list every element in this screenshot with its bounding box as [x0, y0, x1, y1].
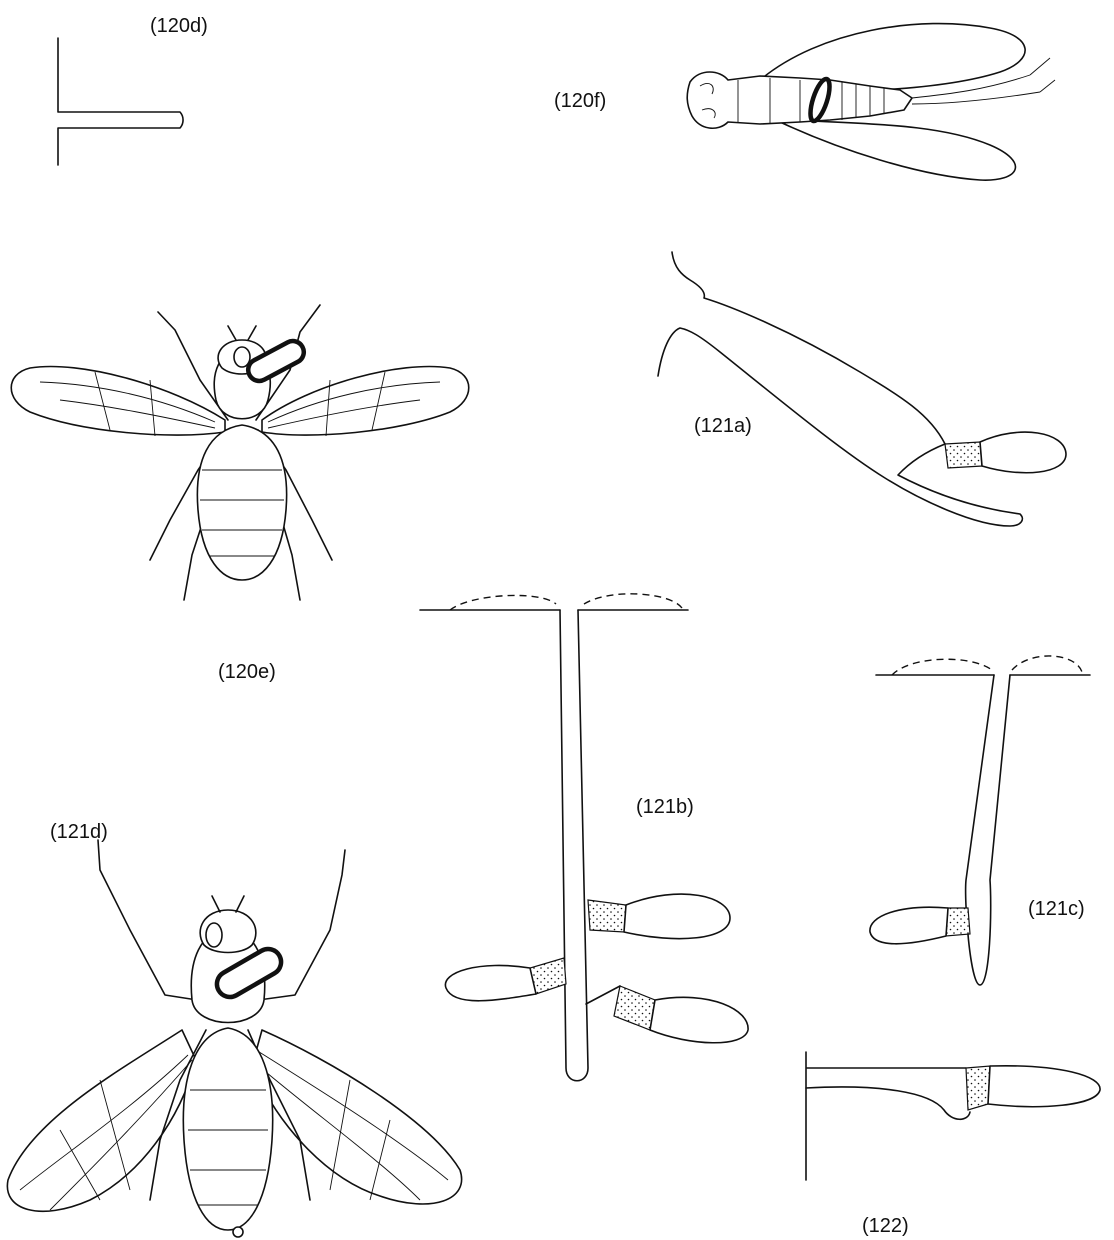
label-120e: (120e): [218, 661, 276, 683]
label-121c: (121c): [1028, 898, 1085, 920]
label-121b: (121b): [636, 796, 694, 818]
fly-drawing-120e: [11, 305, 469, 600]
stalk-diagram-121c: [870, 656, 1090, 985]
label-121a: (121a): [694, 415, 752, 437]
spur-diagram-122: [806, 1052, 1100, 1180]
label-122: (122): [862, 1215, 909, 1237]
label-121d: (121d): [50, 821, 108, 843]
stalk-diagram-121a: [658, 252, 1066, 526]
insect-drawing-120f: [687, 24, 1055, 181]
spur-diagram-120d: [58, 38, 183, 165]
fly-drawing-121d: [7, 840, 461, 1237]
stalk-diagram-121b: [420, 594, 748, 1081]
label-120f: (120f): [554, 90, 606, 112]
label-120d: (120d): [150, 15, 208, 37]
